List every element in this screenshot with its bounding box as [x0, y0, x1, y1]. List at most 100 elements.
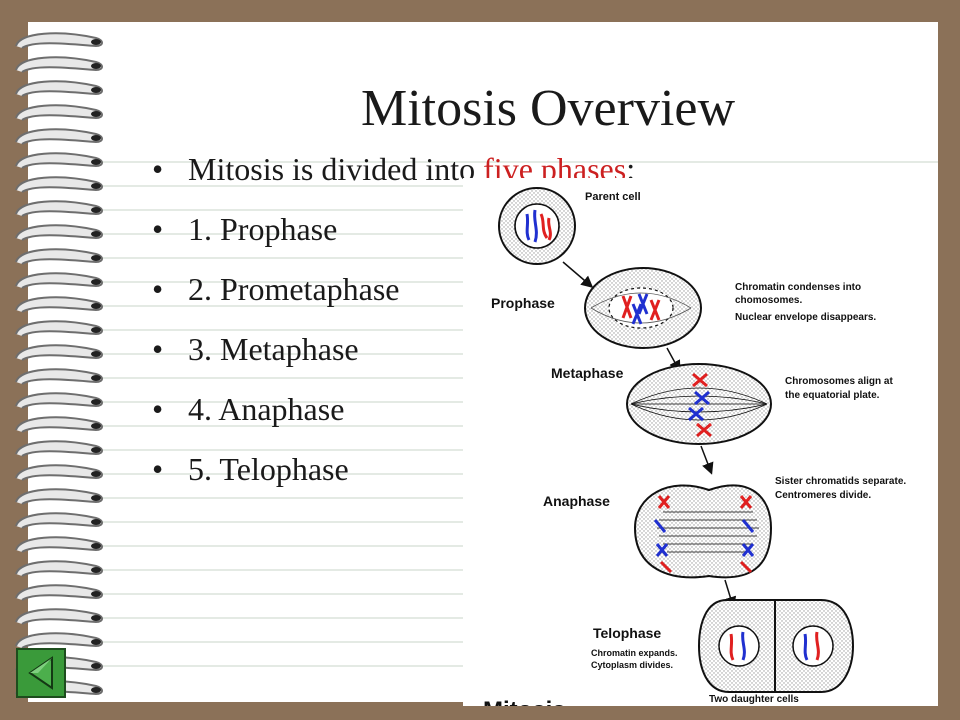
binding-hole	[91, 543, 101, 549]
spiral-ring	[15, 632, 103, 649]
binding-hole	[91, 519, 101, 525]
spiral-ring	[15, 464, 103, 481]
parent-cell	[498, 187, 576, 265]
binding-hole	[91, 471, 101, 477]
prophase-cell	[584, 267, 702, 349]
phase-label: 2. Prometaphase	[188, 271, 400, 307]
binding-hole	[91, 159, 101, 165]
anaphase-note-line: Sister chromatids separate.	[775, 476, 906, 487]
binding-hole	[91, 183, 101, 189]
spiral-ring	[15, 128, 103, 145]
metaphase-note-line: the equatorial plate.	[785, 390, 880, 401]
binding-hole	[91, 207, 101, 213]
binding-hole	[91, 63, 101, 69]
intro-text-before: Mitosis is divided into	[188, 151, 484, 187]
bullet-icon: •	[152, 211, 164, 247]
binding-hole	[91, 303, 101, 309]
phase-item-telophase: • 5. Telophase	[140, 442, 635, 502]
spiral-ring	[15, 32, 103, 49]
metaphase-cell	[626, 363, 772, 445]
binding-hole	[91, 591, 101, 597]
binding-hole	[91, 447, 101, 453]
spiral-ring	[15, 296, 103, 313]
spiral-ring	[15, 440, 103, 457]
spiral-ring	[15, 584, 103, 601]
arrow-icon	[700, 445, 714, 475]
stage-label-anaphase: Anaphase	[543, 493, 610, 509]
spiral-ring	[15, 488, 103, 505]
binding-hole	[91, 87, 101, 93]
spiral-binding	[15, 32, 103, 697]
binding-hole	[91, 111, 101, 117]
binding-hole	[91, 255, 101, 261]
bullet-icon: •	[152, 391, 164, 427]
binding-hole	[91, 231, 101, 237]
spiral-ring	[15, 368, 103, 385]
phase-label: 1. Prophase	[188, 211, 338, 247]
spiral-ring	[15, 176, 103, 193]
binding-hole	[91, 375, 101, 381]
phase-label: 4. Anaphase	[188, 391, 345, 427]
binding-hole	[91, 639, 101, 645]
back-arrow-icon	[28, 656, 53, 690]
spiral-ring	[15, 320, 103, 337]
binding-hole	[91, 687, 101, 693]
binding-hole	[91, 615, 101, 621]
spiral-ring	[15, 608, 103, 625]
anaphase-note-line: Centromeres divide.	[775, 490, 871, 501]
binding-hole	[91, 567, 101, 573]
prophase-note-line: Chromatin condenses into	[735, 282, 861, 293]
binding-hole	[91, 423, 101, 429]
binding-hole	[91, 39, 101, 45]
binding-hole	[91, 327, 101, 333]
binding-hole	[91, 279, 101, 285]
prophase-note-line: chomosomes.	[735, 295, 802, 306]
intro-text-after: :	[626, 151, 636, 187]
bullet-icon: •	[152, 331, 164, 367]
spiral-ring	[15, 560, 103, 577]
anaphase-cell	[633, 484, 773, 579]
spiral-rings	[15, 32, 103, 697]
prophase-note-line: Nuclear envelope disappears.	[735, 312, 876, 323]
binding-hole	[91, 399, 101, 405]
phase-list: •Mitosis is divided into five phases: •1…	[140, 142, 635, 502]
spiral-ring	[15, 80, 103, 97]
spiral-ring	[15, 416, 103, 433]
spiral-ring	[15, 200, 103, 217]
binding-hole	[91, 351, 101, 357]
stage-label-telophase: Telophase	[593, 625, 661, 641]
spiral-ring	[15, 104, 103, 121]
phase-item-prophase: • 1. Prophase	[140, 202, 635, 262]
spiral-ring	[15, 272, 103, 289]
spiral-ring	[15, 536, 103, 553]
spiral-ring	[15, 224, 103, 241]
spiral-ring	[15, 392, 103, 409]
spiral-ring	[15, 248, 103, 265]
phase-item-metaphase: • 3. Metaphase	[140, 322, 635, 382]
binding-hole	[91, 495, 101, 501]
spiral-ring	[15, 56, 103, 73]
telophase-cells	[697, 599, 855, 693]
slide-title: Mitosis Overview	[360, 80, 736, 137]
telophase-note-line: Chromatin expands.	[591, 648, 678, 658]
phase-item-prometaphase: •2. Prometaphase	[140, 262, 635, 322]
spiral-ring	[15, 512, 103, 529]
parent-cell-label: Parent cell	[585, 191, 641, 203]
mitosis-diagram: Parent cell Prophase Chromatin condenses…	[463, 178, 938, 706]
phase-label: 3. Metaphase	[188, 331, 359, 367]
binding-hole	[91, 663, 101, 669]
diagram-caption-cutoff: Mitosis	[483, 697, 566, 706]
stage-label-metaphase: Metaphase	[551, 365, 624, 381]
phase-item-anaphase: • 4. Anaphase	[140, 382, 635, 442]
stage-label-prophase: Prophase	[491, 295, 555, 311]
arrow-icon	[562, 261, 594, 288]
daughter-cells-label: Two daughter cells	[709, 694, 799, 705]
bullet-icon: •	[152, 451, 164, 487]
phase-label: 5. Telophase	[188, 451, 349, 487]
back-button[interactable]	[16, 648, 66, 698]
bullet-icon: •	[152, 151, 164, 187]
metaphase-note-line: Chromosomes align at	[785, 376, 893, 387]
spiral-ring	[15, 152, 103, 169]
spiral-ring	[15, 344, 103, 361]
binding-hole	[91, 135, 101, 141]
